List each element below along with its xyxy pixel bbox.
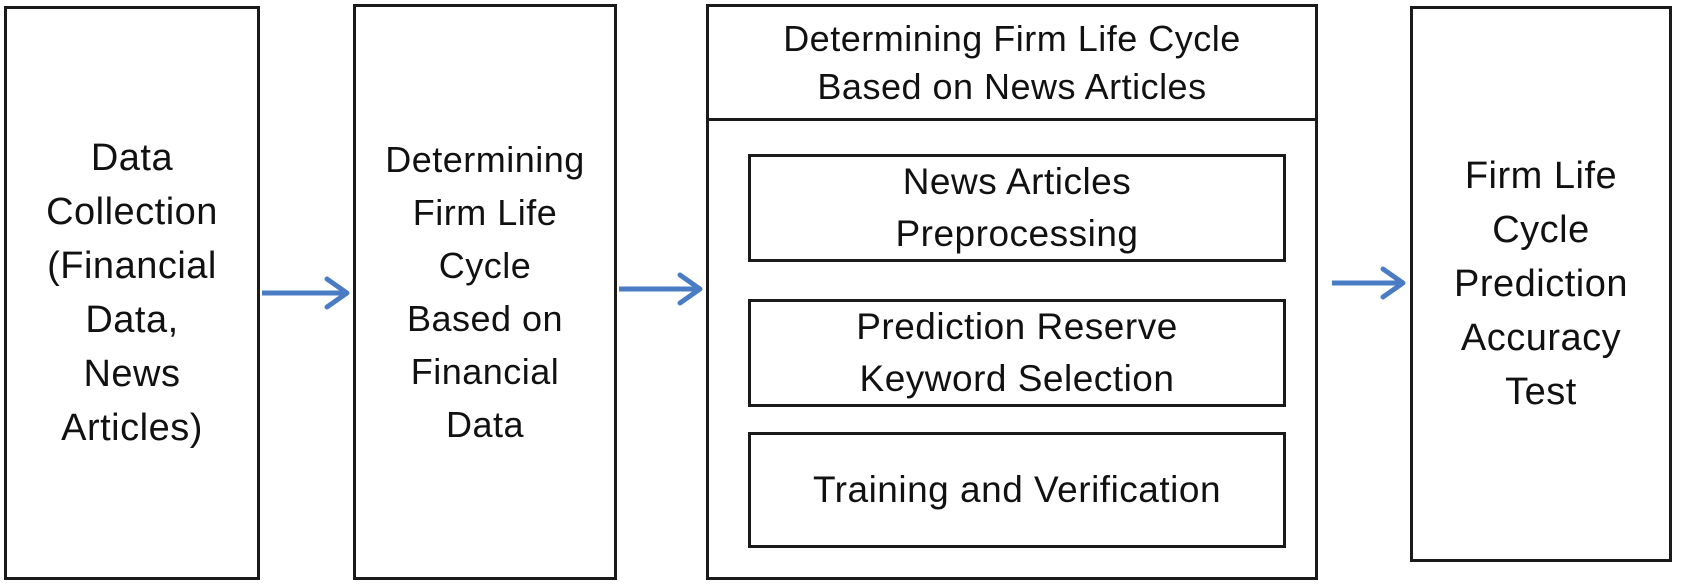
substep-training-box: Training and Verification [748, 432, 1286, 548]
financial-lifecycle-box: Determining Firm Life Cycle Based on Fin… [353, 4, 617, 580]
substep-preprocessing-box: News Articles Preprocessing [748, 154, 1286, 262]
financial-lifecycle-label: Determining Firm Life Cycle Based on Fin… [385, 139, 585, 445]
arrow-news-to-accuracy [1332, 266, 1406, 300]
arrow-financial-to-news [619, 272, 703, 306]
substep-preprocessing-label: News Articles Preprocessing [895, 161, 1139, 254]
substep-keyword-selection-box: Prediction Reserve Keyword Selection [748, 299, 1286, 407]
news-lifecycle-box: Determining Firm Life Cycle Based on New… [706, 4, 1318, 580]
news-lifecycle-title: Determining Firm Life Cycle Based on New… [783, 17, 1241, 107]
data-collection-box: Data Collection (Financial Data, News Ar… [4, 6, 260, 580]
news-lifecycle-header: Determining Firm Life Cycle Based on New… [709, 7, 1315, 121]
data-collection-label: Data Collection (Financial Data, News Ar… [46, 137, 218, 449]
accuracy-test-label: Firm Life Cycle Prediction Accuracy Test [1454, 155, 1628, 413]
substep-training-label: Training and Verification [812, 469, 1222, 510]
substep-keyword-selection-label: Prediction Reserve Keyword Selection [856, 306, 1178, 399]
accuracy-test-box: Firm Life Cycle Prediction Accuracy Test [1410, 6, 1672, 562]
arrow-collection-to-financial [262, 276, 350, 310]
